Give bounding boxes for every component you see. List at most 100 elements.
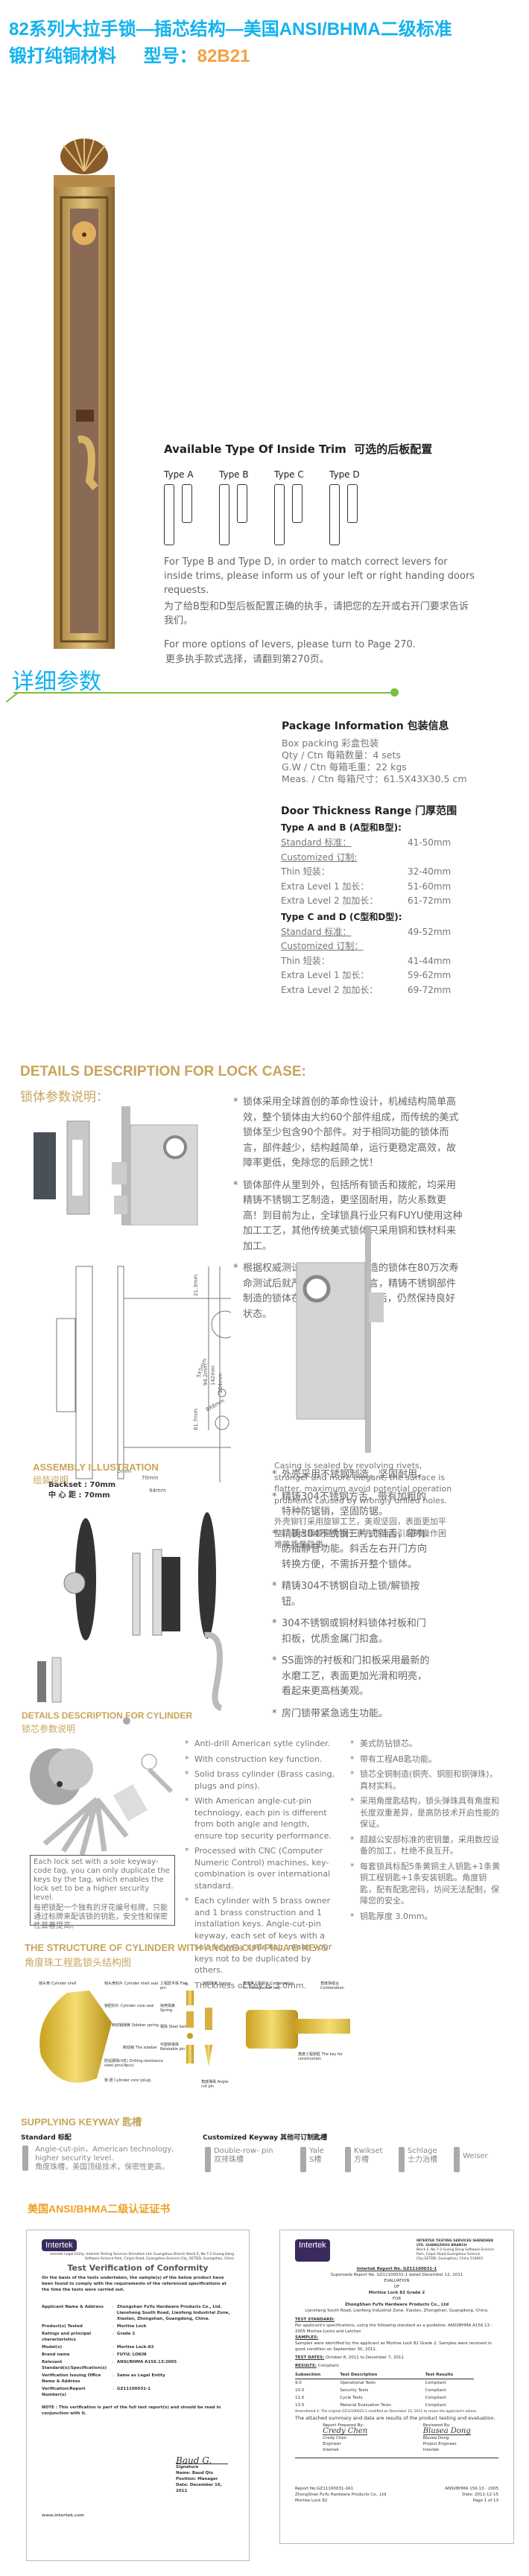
- cert-field-value: GZ11100031-1: [116, 2387, 151, 2391]
- cert-preparer: Credy Chen: [323, 2436, 347, 2440]
- cert-field-sep: :: [113, 2324, 114, 2329]
- door-custom-label: Customized 订制：: [281, 941, 364, 951]
- cert-of: OF: [393, 2285, 400, 2289]
- cert-result-cell: Operational Tests: [340, 2381, 376, 2385]
- door-thickness-title: Door Thickness Range 门厚范围: [281, 805, 457, 817]
- cert-result-cell: 13.0: [295, 2403, 305, 2408]
- backset-cn: 中 心 距 : 70mm: [48, 1491, 110, 1500]
- trim-type-c: Type C: [274, 469, 319, 545]
- door-standard-label: Standard 标准：: [281, 926, 352, 937]
- assembly-bullet: 外壳采用不锈钢制造，坚固耐用。: [272, 1468, 432, 1483]
- door-row-value: 59-62mm: [408, 970, 452, 980]
- assembly-bullet: SS面饰的衬板和门扣板采用最新的水磨工艺，表面更加光滑和明亮，看起来更高档美观。: [272, 1654, 432, 1700]
- cert-intro: On the basis of the tests undertaken, th…: [42, 2276, 227, 2292]
- structure-label: 制动销 The sidebar: [123, 2046, 158, 2050]
- lockcase-title-cn: 锁体参数说明：: [20, 1090, 109, 1104]
- lockcase-bullet: 锁体采用全球首创的革命性设计，机械结构简单高效，整个锁体由大约60个部件组成，而…: [233, 1095, 464, 1172]
- tag-note-en: Each lock set with a sole keyway-code ta…: [34, 1858, 170, 1902]
- cert-supersede: Supersede Report No. GZ11100031-1 dated …: [330, 2273, 463, 2277]
- cert-field-value: Zhongshan FuYu Hardware Products Co., Lt…: [116, 2305, 230, 2321]
- structure-title-cn: 角度珠工程匙锁头结构图: [25, 1957, 132, 1968]
- package-line: G.W / Ctn 每箱毛重：22 kgs: [282, 761, 407, 773]
- structure-label: 锁胆封片 Cylinder core seal: [104, 2004, 154, 2008]
- cert-footer-right: ANSI/BHMA 156.13 - 2005: [445, 2487, 498, 2491]
- cert-signature-block: Baud G. Signature Name: Baud Qiu Positio…: [176, 2456, 234, 2494]
- cert-samples-label: SAMPLES:: [295, 2335, 319, 2340]
- structure-label: 角度珠组合 Combination: [320, 1982, 344, 1990]
- assembly-bullet: 精铸304不锈钢方舌，带有加粗的特种防锯销，坚固防锯。: [272, 1490, 432, 1520]
- cylinder-bullet: 美式防钻锁芯。: [350, 1738, 503, 1750]
- cert-field-sep: :: [113, 2332, 114, 2336]
- cert-field-value: Mortise Lock: [116, 2324, 147, 2329]
- cert-field-row: Model(s):Mortise Lock-82: [42, 2344, 234, 2351]
- package-line: Box packing 彩盒包装: [282, 737, 379, 749]
- cert-entity: Intertek Legal Entity: Intertek Testing …: [50, 2253, 234, 2261]
- door-row-value: 61-72mm: [408, 895, 452, 906]
- cert-field-sep: :: [113, 2387, 114, 2391]
- cylinder-bullets-cn: 美式防钻锁芯。 带有工程AB匙功能。 锁芯全铜制造(铜壳、铜胆和铜弹珠)，真材实…: [350, 1738, 503, 1926]
- cert-prepared-label: Report Prepared By:: [323, 2423, 364, 2428]
- keyway-profile-icon: [399, 2147, 405, 2172]
- package-title-cn: 包装信息: [407, 720, 449, 732]
- cylinder-title: DETAILS DESCRIPTION FOR CYLINDER: [22, 1710, 193, 1721]
- cert-field-label: Model(s): [42, 2345, 63, 2350]
- keyway-option-cn: 双排珠槽: [214, 2156, 244, 2164]
- structure-title: THE STRUCTURE OF CYLINDER WITH ANGLE-CUT…: [25, 1942, 329, 1953]
- cert-field-row: Ratings and principal characteristics:Gr…: [42, 2330, 234, 2344]
- trim-type-label: Type D: [329, 469, 360, 480]
- cert-result-cell: 9.0: [295, 2381, 302, 2385]
- cert-company: ZhongShan FuYu Hardware Products Co., Lt…: [344, 2303, 449, 2307]
- cert-heading: Test Verification of Conformity: [67, 2263, 209, 2273]
- lockcase-dimension-drawing: 21.3mm 94.2mm 142mm 204mm 61.7mm 5X5mm 8…: [56, 1266, 231, 1494]
- door-row-value: 41-44mm: [408, 955, 452, 966]
- dim-label: 8X8mm: [205, 1398, 226, 1413]
- cylinder-bullet: 每套锁具标配5条黄铜主人钥匙+1条黄铜工程钥匙+1条安装钥匙。角度钥匙，配有配匙…: [350, 1861, 503, 1907]
- cert-result-cell: Compliant: [425, 2396, 446, 2400]
- cert-field-label: Applicant Name & Address: [42, 2305, 104, 2309]
- assembly-bullets: 外壳采用不锈钢制造，坚固耐用。 精铸304不锈钢方舌，带有加粗的特种防锯销，坚固…: [272, 1468, 432, 1728]
- cert-reviewer-title: Project Engineer: [422, 2442, 457, 2446]
- signature-image: Credy Chen: [323, 2427, 368, 2435]
- assembly-bullet: 房门锁带紧急逃生功能。: [272, 1707, 432, 1722]
- cert-field-row: Product(s) Tested:Mortise Lock: [42, 2323, 234, 2330]
- structure-labels: 锁头壳 Cylinder shell 锁头壳封片 Cylinder shell …: [22, 1982, 350, 2093]
- structure-label: 锁头壳 Cylinder shell: [39, 1982, 77, 1986]
- cert-result-cell: Cycle Tests: [340, 2396, 363, 2400]
- trim-type-d: Type D: [329, 469, 374, 545]
- cert-field-label: Ratings and principal characteristics: [42, 2332, 92, 2342]
- dim-label: 21.3mm: [193, 1275, 199, 1296]
- cert-field-sep: :: [113, 2353, 114, 2357]
- inside-plate-lever-icon: [347, 484, 358, 523]
- outside-plate-icon: [164, 484, 174, 545]
- cylinder-bullet: 钥匙厚度 3.0mm。: [350, 1911, 503, 1923]
- keyway-option-en: Double-row- pin: [214, 2147, 273, 2155]
- structure-label: 角度工程钥匙 The key for construction: [298, 2052, 343, 2061]
- keyway-profile-icon: [345, 2147, 351, 2172]
- tag-note-cn: 每把锁配一个独有的牙花编号标牌，只能通过标牌来配该锁的钥匙，安全性和保密性显著提…: [34, 1904, 168, 1930]
- keyway-standard-cn: 角度珠槽，美国顶级技术，保密性更高。: [35, 2163, 170, 2171]
- keyway-option-en: Schlage: [408, 2147, 437, 2155]
- inside-plate-lever-icon: [237, 484, 247, 523]
- dim-label: 70mm: [142, 1475, 159, 1481]
- cert-result-cell: 10.0: [295, 2388, 305, 2393]
- package-title-en: Package Information: [282, 720, 404, 732]
- door-standard-label: Standard 标准：: [281, 837, 352, 848]
- cert-field-row: Applicant Name & Address:Zhongshan FuYu …: [42, 2303, 234, 2323]
- keyway-option-en: Weiser: [463, 2152, 488, 2160]
- door-group-heading: Type C and D (C型和D型):: [281, 911, 402, 922]
- dim-label: 94.2mm: [203, 1364, 209, 1386]
- door-row-value: 32-40mm: [408, 866, 452, 877]
- inside-plate-knob-icon: [292, 484, 302, 523]
- cert-report-no: Intertek Report No. GZ11100031-1: [356, 2267, 437, 2271]
- cert-field-value: Mortise Lock-82: [116, 2345, 154, 2350]
- cert-field-sep: :: [113, 2360, 114, 2364]
- th: Subsection: [295, 2373, 321, 2377]
- keyway-title: SUPPLYING KEYWAY 匙槽: [21, 2116, 142, 2128]
- cert-reviewer-org: Intertek: [422, 2448, 440, 2452]
- cylinder-structure-diagram: [39, 1990, 350, 2083]
